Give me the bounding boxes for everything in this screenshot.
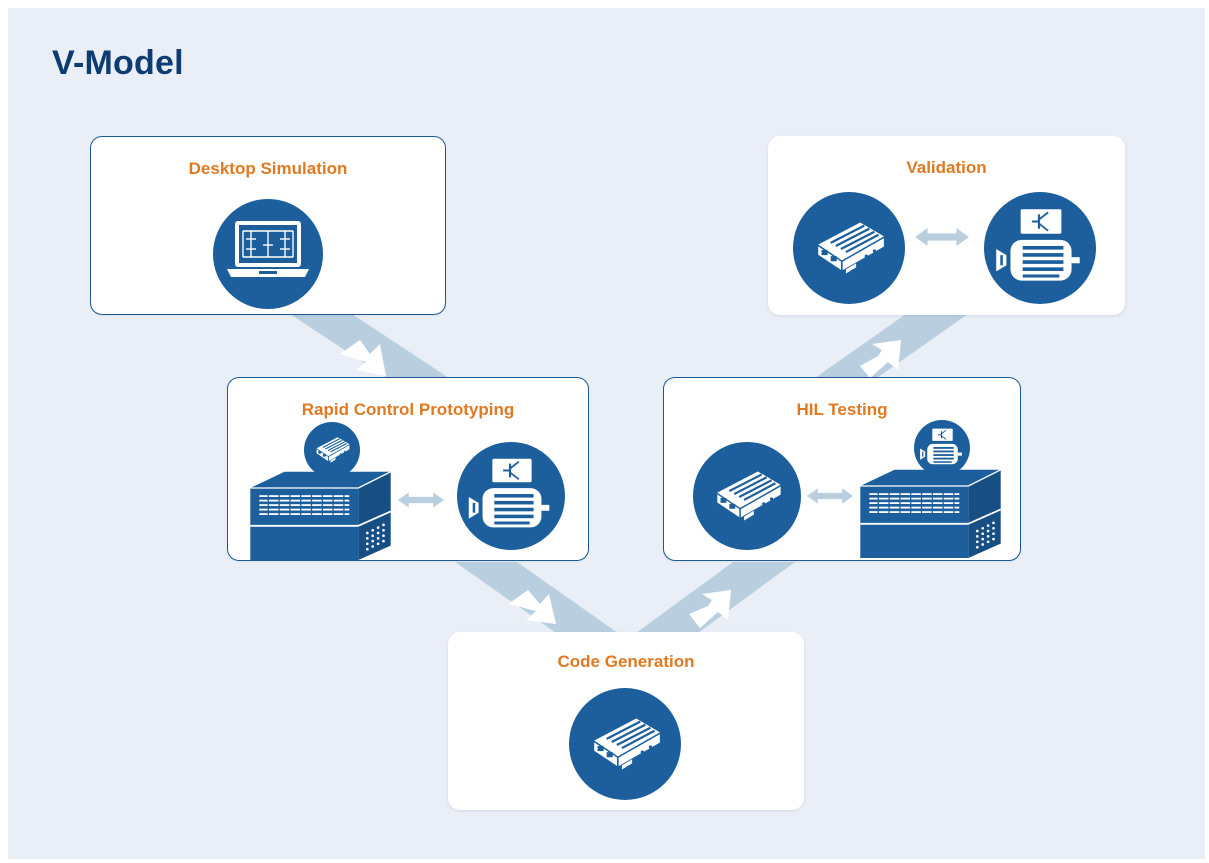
flow-arrow-icon bbox=[340, 340, 386, 376]
stage-rapid-control-prototyping: Rapid Control Prototyping bbox=[227, 377, 589, 561]
bidirectional-arrow-icon bbox=[914, 228, 970, 246]
device-icon bbox=[569, 688, 681, 800]
stage-hil-testing: HIL Testing bbox=[663, 377, 1021, 561]
motor-drive-icon bbox=[457, 442, 565, 550]
device-icon bbox=[304, 422, 360, 478]
stage-title: Desktop Simulation bbox=[188, 159, 348, 178]
stage-code-generation: Code Generation bbox=[448, 632, 804, 810]
flow-band-rcp-to-codegen bbox=[455, 562, 618, 633]
stage-validation: Validation bbox=[768, 136, 1125, 315]
stage-title: Rapid Control Prototyping bbox=[301, 400, 515, 419]
motor-drive-icon bbox=[984, 192, 1096, 304]
stage-title: Code Generation bbox=[557, 652, 695, 671]
flow-arrow-icon bbox=[860, 340, 901, 378]
device-icon bbox=[693, 442, 801, 550]
bidirectional-arrow-icon bbox=[807, 488, 853, 504]
stage-title: HIL Testing bbox=[796, 400, 888, 419]
flow-arrow-icon bbox=[508, 590, 556, 624]
flow-band-desktop-to-rcp bbox=[290, 314, 452, 380]
laptop-simulation-icon bbox=[213, 199, 323, 309]
stage-title: Validation bbox=[906, 158, 987, 177]
flow-arrow-icon bbox=[689, 590, 731, 628]
page-title: V-Model bbox=[52, 44, 184, 82]
bidirectional-arrow-icon bbox=[398, 492, 444, 508]
device-icon bbox=[793, 192, 905, 304]
rack-controller-icon bbox=[248, 470, 393, 560]
motor-drive-icon bbox=[914, 420, 970, 476]
stage-desktop-simulation: Desktop Simulation bbox=[90, 136, 446, 315]
rack-simulator-icon bbox=[858, 468, 1003, 558]
